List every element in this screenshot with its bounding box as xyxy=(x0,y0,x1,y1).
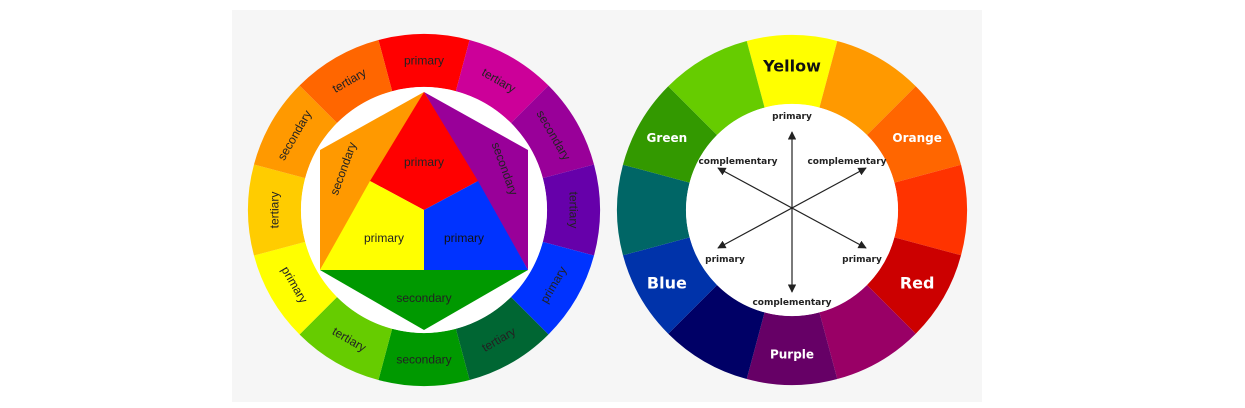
right-ring-segment xyxy=(819,284,916,380)
right-ring-label: Green xyxy=(647,131,688,145)
left-ring-segment xyxy=(253,241,338,335)
left-ring-segment xyxy=(455,39,549,124)
right-ring-label: Purple xyxy=(770,348,814,362)
left-ring-label: primary xyxy=(404,54,444,68)
right-ring-segment xyxy=(622,237,718,334)
triangle-left-label: primary xyxy=(364,231,404,245)
primary-red-region xyxy=(370,92,478,210)
right-ring-segment xyxy=(866,237,962,334)
right-ring-segment xyxy=(746,312,838,385)
left-ring-segment xyxy=(510,85,595,179)
arrow-label: primary xyxy=(842,255,882,265)
right-ring-label: Red xyxy=(900,273,935,292)
outer-bottom-label: secondary xyxy=(396,291,451,305)
right-ring-segment xyxy=(616,164,690,256)
right-ring-label: Yellow xyxy=(762,57,821,76)
left-ring-segment xyxy=(378,33,470,92)
secondary-green-triangle xyxy=(320,270,528,330)
right-ring-segment xyxy=(746,35,838,108)
left-ring-segment xyxy=(248,164,306,256)
right-ring-segment xyxy=(866,86,962,183)
right-ring-segment xyxy=(668,40,765,136)
triangle-right-label: primary xyxy=(444,231,484,245)
right-ring-segment xyxy=(622,86,718,183)
left-ring-label: tertiary xyxy=(567,192,581,229)
left-inner-hexagon: primary primary primary secondary second… xyxy=(320,92,528,330)
right-ring-segment xyxy=(894,164,967,256)
left-ring-label: tertiary xyxy=(268,192,282,229)
left-ring-segment xyxy=(542,164,600,256)
left-ring-segment xyxy=(455,296,549,381)
arrow-label: complementary xyxy=(752,298,831,308)
arrow-label: complementary xyxy=(698,157,777,167)
right-ring-segment xyxy=(819,40,916,136)
arrow-label: primary xyxy=(705,255,745,265)
arrow-label: primary xyxy=(772,112,812,122)
triangle-top-label: primary xyxy=(404,155,444,169)
left-ring-segment xyxy=(253,85,338,179)
left-wheel-ring: primarytertiarysecondarytertiaryprimaryt… xyxy=(248,33,600,386)
left-ring-segment xyxy=(299,39,393,124)
left-ring-segment xyxy=(510,241,595,335)
right-ring-segment xyxy=(668,284,765,380)
left-ring-segment xyxy=(299,296,393,381)
primary-blue-region xyxy=(424,181,528,270)
left-ring-label: secondary xyxy=(396,353,451,367)
arrow-label: complementary xyxy=(807,157,886,167)
right-ring-label: Blue xyxy=(647,273,687,292)
primary-yellow-region xyxy=(320,181,424,270)
complement-arrows: primary complementary complementary primary… xyxy=(698,112,886,308)
right-ring-label: Orange xyxy=(892,131,942,145)
complement-arrow-line xyxy=(717,167,867,249)
left-ring-segment xyxy=(378,328,470,386)
left-color-wheel: primarytertiarysecondarytertiaryprimaryt… xyxy=(232,10,610,402)
